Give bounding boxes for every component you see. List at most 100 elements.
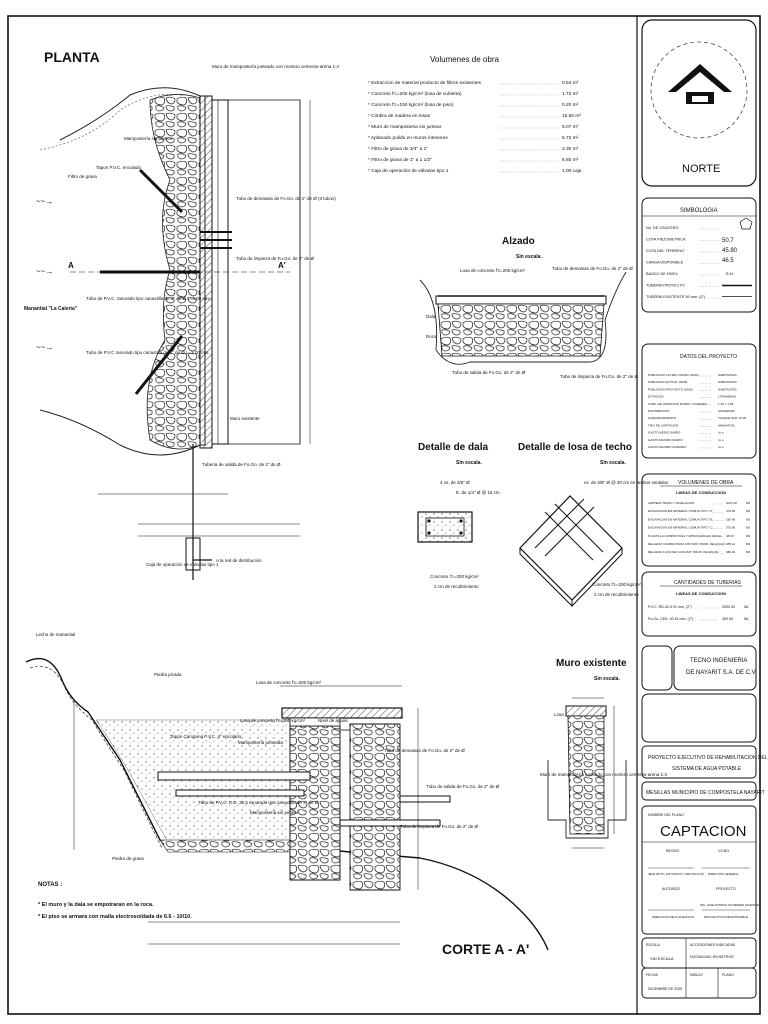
simbologia-item: CARGA DISPONIBLE bbox=[646, 261, 684, 265]
datos-proyecto-label: POBLACION ACTUAL (2005) bbox=[648, 380, 687, 384]
volumen-item-value: 6.60 m³ bbox=[562, 157, 579, 163]
vol-tb-label: RELLENO A VOLTEO CON MAT. PROD. DE EXCAV… bbox=[648, 550, 719, 554]
cant-subtitle: LINEAS DE CONDUCCION bbox=[676, 591, 726, 596]
volumen-item-label: * Filtro de grava de 1" a 1 1/2" bbox=[368, 157, 432, 163]
svg-text:~~→: ~~→ bbox=[36, 197, 53, 206]
alzado-label-tubo-limpieza: Tubo de limpieza de Fo.Go. de 2" de Ø bbox=[560, 374, 638, 379]
losa-label-concreto: Concreto f'c=200 kg/cm² bbox=[592, 582, 641, 587]
datos-proyecto-label: POBLACION PROYECTO (2025) bbox=[648, 387, 693, 391]
vol-tb-value: 370.00 bbox=[726, 526, 736, 530]
fecha-value: DICIEMBRE DE 2005 bbox=[648, 987, 682, 991]
vol-tb-unit: M3 bbox=[746, 526, 750, 530]
vol-tb-value: 380.20 bbox=[726, 550, 736, 554]
nota-1: * El muro y la dala se empotraran en la … bbox=[38, 902, 154, 908]
dist-label: DISTANCIAS: EN METROS bbox=[690, 955, 734, 959]
simbologia-item: No. DE CRUCERO bbox=[646, 226, 679, 230]
corte-label-tubo-ranurado: Tubo de P.V.C. R.D. 32.5 ranurado tipo c… bbox=[198, 800, 319, 805]
section-a-left: A bbox=[68, 261, 74, 270]
detalle-dala-view: Detalle de dala Sin escala. 4 vs. de 3/8… bbox=[417, 442, 500, 589]
datos-proyecto-value: 1.40 Y 1.55 bbox=[718, 402, 734, 406]
crucero-symbol-icon bbox=[739, 217, 753, 230]
vol-tb-label: LIMPIEZA TRAZO Y NIVELACION bbox=[648, 501, 694, 505]
simbologia-item: BANCO DE NIVEL bbox=[646, 272, 678, 276]
detalle-losa-view: Detalle de losa de techo Sin escala. vs.… bbox=[518, 442, 669, 608]
corte-label-tubo-salida: Tubo de salida de Fo.Go. de 2" de Ø bbox=[426, 784, 500, 789]
corte-label-losa-piso: Losa de concreto f'c=150 kg/cm² bbox=[240, 718, 306, 723]
dala-label-varillas: 4 vs. de 3/8" Ø bbox=[440, 480, 470, 485]
notas-title: NOTAS : bbox=[38, 882, 62, 888]
muro-existente-label-muro: Muro de mampostería junteado con mortero… bbox=[540, 772, 667, 777]
simbologia-title: SIMBOLOGIA bbox=[680, 208, 718, 214]
alzado-label-tubo-demasias: Tubo de demasias de Fo.Go. de 2" de Ø bbox=[552, 266, 633, 271]
datos-proyecto-label: POBLACION ULTIMO CENSO (2000) bbox=[648, 373, 698, 377]
dibujo-label: DIBUJO bbox=[690, 973, 703, 977]
vol-tb-unit: M3 bbox=[746, 509, 750, 513]
volumenes-obra-title: Volumenes de obra bbox=[430, 55, 499, 64]
section-a-right: A' bbox=[278, 261, 286, 270]
label-tapon-pvc: Tapon P.V.C. encolado bbox=[96, 165, 142, 170]
datos-proyecto-value: LTS/HAB/DIA bbox=[718, 395, 736, 399]
escala-label: ESCALA bbox=[646, 943, 660, 947]
dala-label-concreto: Concreto f'c=200 kg/cm² bbox=[430, 574, 479, 579]
simbologia-value: 45.80 bbox=[722, 248, 738, 254]
ing-label: ING. JOSE ANTONIO GUTIERREZ SANDOVAL bbox=[700, 903, 760, 907]
datos-proyecto-label: DOTACION bbox=[648, 395, 664, 399]
alzado-label-losa: Losa de concreto f'c=200 kg/cm² bbox=[460, 268, 526, 273]
corte-label-mamposteria-sin-juntear: Mampostería sin juntear bbox=[250, 810, 299, 815]
cant-label: P.V.C. RD-32.5 51 mm. (2") bbox=[648, 605, 692, 609]
datos-proyecto-label: DISTRIBUCION bbox=[648, 409, 670, 413]
vol-tb-label: EXCAVACION EN MATERIAL COMUN TIPO "B" bbox=[648, 517, 713, 521]
volumenes-obra-table: Volumenes de obra * Extraccion de materi… bbox=[368, 55, 582, 174]
detalle-losa-title: Detalle de losa de techo bbox=[518, 442, 632, 453]
datos-proyecto-value: l.p.s. bbox=[718, 445, 725, 449]
muro-existente-label-losa: Losa bbox=[554, 712, 564, 717]
vol-tb-value: 195.40 bbox=[726, 517, 736, 521]
volumen-item-label: * Concreto f'c=150 kg/cm² (losa de piso) bbox=[368, 102, 454, 108]
simbologia-value: B.N. bbox=[726, 271, 734, 276]
simbologia-item: COTA DEL TERRENO bbox=[646, 249, 684, 253]
vol-tb-label: RELLENO COMPACTADO CON MAT. PROD. DE EXC… bbox=[648, 542, 726, 546]
corte-label-piedra: Piedra picada bbox=[154, 672, 182, 677]
label-manantial: Manantial "La Caleria" bbox=[24, 306, 78, 312]
proyecto-label: PROYECTO bbox=[716, 887, 736, 891]
nota-2: * El piso se armara con malla electrosol… bbox=[38, 914, 192, 920]
datos-proyecto-value: HABITANTES bbox=[718, 373, 737, 377]
escala-value: SIN ESCALA bbox=[650, 956, 674, 961]
volumen-item-value: 1.00 caja bbox=[562, 168, 582, 174]
label-muro-existente-planta: Muro existente bbox=[230, 416, 260, 421]
cant-value: 2000.00 bbox=[722, 605, 735, 609]
detalle-dala-scale: Sin escala. bbox=[456, 460, 482, 466]
cant-unit: ML bbox=[744, 617, 749, 621]
volumen-item-value: 15.50 m² bbox=[562, 113, 581, 119]
losa-label-recubrimiento: 2 cm de recubrimiento bbox=[594, 592, 639, 597]
plano-name: CAPTACION bbox=[660, 823, 746, 840]
volumen-item-value: 0.20 m³ bbox=[562, 102, 579, 108]
muro-existente-view: Muro existente Sin escala. Losa Muro de … bbox=[540, 658, 667, 849]
volumen-item-label: * Caja de operación de válvulas tipo 1 bbox=[368, 168, 449, 174]
svg-text:Lecho de manantial: Lecho de manantial bbox=[36, 632, 75, 637]
volumen-item-label: * Aplanado pulido en muros interiores bbox=[368, 135, 448, 141]
alzado-label-tubo-salida: Tubo de salida de Fo.Go. de 2" de Ø bbox=[452, 370, 526, 375]
planta-view: PLANTA A A' ~~→ bbox=[24, 49, 339, 580]
label-tubo-pvc-ranurado-2: Tubo de P.V.C ranurado tipo canastilla d… bbox=[86, 350, 210, 355]
vol-tb-title: VOLUMENES DE OBRA bbox=[678, 480, 734, 486]
alzado-title: Alzado bbox=[502, 236, 535, 247]
datos-proyecto-value: l.p.s. bbox=[718, 431, 725, 435]
datos-proyecto-value: GRAVEDAD bbox=[718, 409, 735, 413]
north-label: NORTE bbox=[682, 163, 720, 175]
plano-label: NOMBRE DEL PLANO bbox=[648, 813, 684, 817]
company-name-2: DE NAYARIT S.A. DE C.V. bbox=[686, 670, 757, 676]
corte-label-piedra-grava: Piedra de grava bbox=[112, 856, 144, 861]
dala-label-estribos: E. de 1/4" Ø @ 15 cm bbox=[456, 490, 500, 495]
datos-proyecto-label: ALMACENAMIENTO bbox=[648, 416, 677, 420]
vol-tb-unit: M3 bbox=[746, 517, 750, 521]
datos-proyecto-value: HABITANTES bbox=[718, 380, 737, 384]
simbologia-item: TUBERIA PROYECTO bbox=[646, 284, 685, 288]
alzado-view: Alzado Sin escala. Losa de concreto f'c=… bbox=[419, 236, 638, 379]
label-tubo-demasias: Tubo de demasias de Fo.Go. de 2" de Ø (3… bbox=[236, 196, 336, 201]
alzado-scale: Sin escala. bbox=[516, 254, 542, 260]
cant-title: CANTIDADES DE TUBERIAS bbox=[674, 580, 742, 586]
datos-proyecto-value: l.p.s. bbox=[718, 438, 725, 442]
datos-proyecto-label: COEF. DE VARIACION DIARIA Y HORARIA bbox=[648, 402, 707, 406]
